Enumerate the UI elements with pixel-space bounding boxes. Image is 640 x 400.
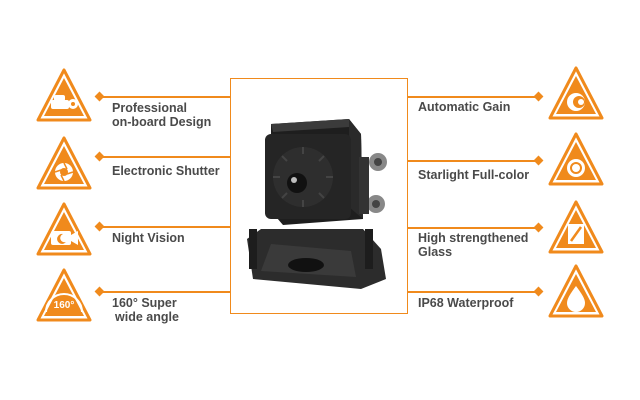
feature-line: Automatic Gain [418,100,511,114]
feature-line: Glass [418,245,453,259]
connector-line [100,291,230,293]
feature-label-glass: High strengthened Glass [418,231,528,259]
feature-label-gain: Automatic Gain [418,100,510,114]
feature-line: on-board Design [112,115,212,129]
connector-line [408,291,538,293]
feature-line: Night Vision [112,231,185,245]
feature-label-night: Night Vision [112,231,185,245]
feature-line: Starlight Full-color [418,168,530,182]
glass-icon [548,200,604,254]
feature-label-onboard: Professional on-board Design [112,101,211,129]
wide-angle-badge: 160° [54,300,75,311]
car-camera-icon [36,68,92,122]
feature-label-shutter: Electronic Shutter [112,164,220,178]
connector-line [408,160,538,162]
feature-line: High strengthened [418,231,529,245]
feature-label-starlight: Starlight Full-color [418,168,529,182]
wide-angle-icon: 160° [36,268,92,322]
connector-line [408,96,538,98]
connector-line [408,227,538,229]
camera-image [247,119,387,289]
lens-icon [548,132,604,186]
feature-line: 160° Super [112,296,177,310]
connector-dot [533,91,544,102]
feature-line: Professional [112,101,188,115]
connector-dot [533,222,544,233]
gain-icon [548,66,604,120]
connector-dot [533,155,544,166]
feature-line: IP68 Waterproof [418,296,514,310]
feature-label-wide-angle: 160° Super wide angle [112,296,179,324]
connector-line [100,96,230,98]
connector-line [100,156,230,158]
water-drop-icon [548,264,604,318]
connector-dot [533,286,544,297]
feature-line: wide angle [115,310,179,324]
feature-line: Electronic Shutter [112,164,220,178]
product-frame [230,78,408,314]
connector-line [100,226,230,228]
aperture-icon [36,136,92,190]
feature-label-waterproof: IP68 Waterproof [418,296,513,310]
night-camera-icon [36,202,92,256]
